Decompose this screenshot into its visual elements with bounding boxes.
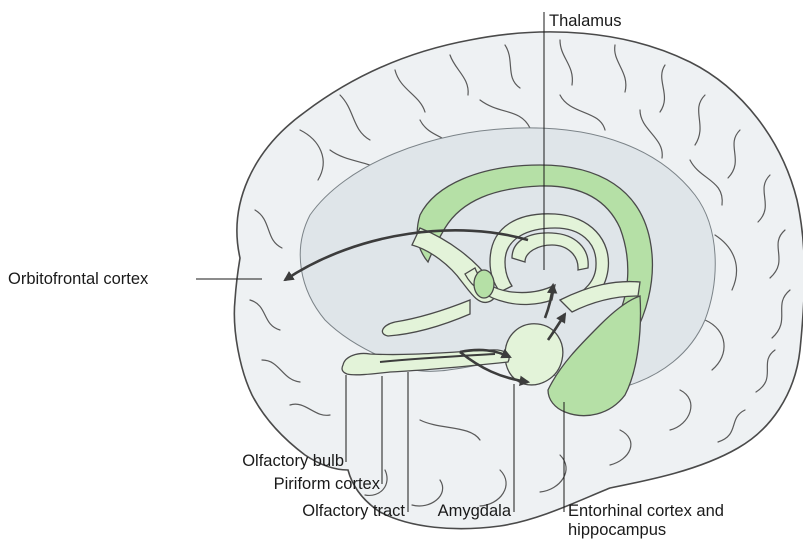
- label-thalamus: Thalamus: [549, 12, 621, 31]
- label-olfactory-bulb: Olfactory bulb: [242, 452, 344, 471]
- label-entorhinal-cortex: Entorhinal cortex and: [568, 502, 724, 521]
- label-hippocampus: hippocampus: [568, 521, 666, 540]
- label-olfactory-tract: Olfactory tract: [302, 502, 405, 521]
- label-orbitofrontal-cortex: Orbitofrontal cortex: [8, 270, 148, 289]
- label-amygdala: Amygdala: [438, 502, 511, 521]
- label-piriform-cortex: Piriform cortex: [274, 475, 380, 494]
